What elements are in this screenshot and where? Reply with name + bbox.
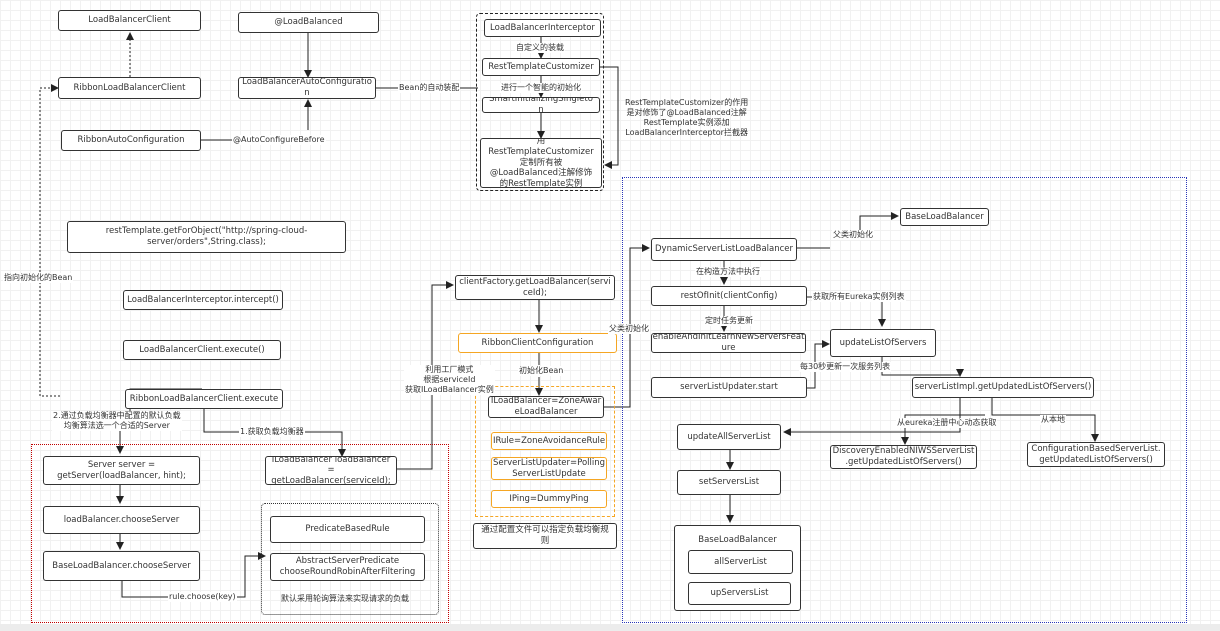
- interceptor-intercept-box: LoadBalancerInterceptor.intercept(): [123, 290, 283, 310]
- ribbon-bean-group: [475, 386, 615, 517]
- from-eureka-label: 从eureka注册中心动态获取: [896, 418, 998, 428]
- factory-mode-label: 利用工厂模式 根据serviceId 获取ILoadBalancer实例: [404, 365, 495, 395]
- scheduled-update-label: 定时任务更新: [704, 316, 754, 326]
- load-balancer-auto-configuration-box: LoadBalancerAutoConfiguratio n: [238, 77, 376, 99]
- get-server-box: Server server = getServer(loadBalancer, …: [43, 456, 200, 485]
- iloadbalancer-box: ILoadBalancer=ZoneAwar eLoadBalancer: [488, 396, 604, 418]
- abstract-server-predicate-box: AbstractServerPredicate chooseRoundRobin…: [270, 553, 425, 581]
- from-local-label: 从本地: [1040, 415, 1066, 425]
- every-30s-label: 每30秒更新一次服务列表: [799, 362, 892, 372]
- rest-template-customizer-box: RestTemplateCustomizer: [482, 58, 600, 76]
- enable-and-init-box: enableAndInitLearnNewServersFeat ure: [651, 333, 806, 353]
- update-list-of-servers-box: updateListOfServers: [830, 329, 936, 357]
- rest-template-call-box: restTemplate.getForObject("http://spring…: [67, 221, 346, 253]
- rest-of-init-box: restOfInit(clientConfig): [651, 286, 807, 306]
- discovery-enabled-box: DiscoveryEnabledNIWSServerList .getUpdat…: [830, 445, 977, 469]
- client-execute-box: LoadBalancerClient.execute(): [123, 340, 281, 360]
- bottom-scrollbar[interactable]: [0, 624, 1220, 631]
- rule-choose-label: rule.choose(key): [168, 592, 237, 602]
- choose-server-group: [31, 444, 449, 623]
- custom-assembly-label: 自定义的装载: [515, 43, 565, 53]
- load-balancer-client-box: LoadBalancerClient: [58, 10, 201, 31]
- server-list-impl-box: serverListImpl.getUpdatedListOfServers(): [912, 377, 1094, 398]
- parent-init-left-label: 父类初始化: [608, 324, 650, 334]
- customize-rest-templates-box: 用 RestTemplateCustomizer 定制所有被 @LoadBala…: [480, 138, 602, 188]
- auto-configure-before-label: @AutoConfigureBefore: [232, 135, 326, 145]
- point-to-bean-label: 指向初始化的Bean: [3, 273, 74, 283]
- iping-box: IPing=DummyPing: [491, 490, 607, 508]
- parent-init-right-label: 父类初始化: [832, 230, 874, 240]
- config-note-box: 通过配置文件可以指定负载均衡规 则: [473, 523, 617, 549]
- load-balancer-interceptor-box: LoadBalancerInterceptor: [484, 19, 601, 37]
- server-list-group: [622, 177, 1187, 623]
- rule-group: [261, 503, 439, 615]
- load-balanced-annotation-box: @LoadBalanced: [238, 12, 379, 33]
- configuration-based-box: ConfigurationBasedServerList. getUpdated…: [1027, 442, 1165, 467]
- get-load-balancer-box: ILoadBalancer loadBalancer = getLoadBala…: [265, 456, 397, 485]
- init-bean-label: 初始化Bean: [518, 366, 565, 376]
- interceptor-config-group: [476, 13, 604, 191]
- get-balancer-label: 1.获取负载均衡器: [239, 427, 305, 437]
- ribbon-auto-configuration-box: RibbonAutoConfiguration: [61, 130, 201, 151]
- choose-server-box: loadBalancer.chooseServer: [43, 506, 200, 534]
- irule-box: IRule=ZoneAvoidanceRule: [491, 432, 607, 450]
- ribbon-execute-box: RibbonLoadBalancerClient.execute: [125, 389, 283, 409]
- server-list-updater-box: ServerListUpdater=Polling ServerListUpda…: [491, 457, 607, 480]
- smart-init-label: 进行一个智能的初始化: [500, 83, 582, 93]
- update-all-server-list-box: updateAllServerList: [677, 424, 781, 450]
- client-factory-box: clientFactory.getLoadBalancer(servi ceId…: [455, 275, 615, 300]
- ribbon-client-configuration-box: RibbonClientConfiguration: [458, 333, 617, 353]
- round-robin-note-label: 默认采用轮询算法来实现请求的负载: [281, 594, 409, 603]
- server-list-updater-start-box: serverListUpdater.start: [651, 377, 807, 398]
- base-load-balancer-top-box: BaseLoadBalancer: [900, 208, 989, 226]
- all-server-list-box: allServerList: [688, 550, 793, 574]
- set-servers-list-box: setServersList: [677, 470, 781, 495]
- customizer-note-label: RestTemplateCustomizer的作用 是对修饰了@LoadBala…: [625, 98, 749, 137]
- base-choose-server-box: BaseLoadBalancer.chooseServer: [43, 551, 200, 581]
- predicate-based-rule-box: PredicateBasedRule: [270, 516, 425, 543]
- bean-auto-assembly-label: Bean的自动装配: [398, 83, 461, 93]
- choose-by-config-label: 2.通过负载均衡器中配置的默认负载 均衡算法选一个合适的Server: [52, 411, 182, 431]
- smart-initializing-singleton-box: SmartInitializingSingleto n: [482, 97, 600, 113]
- ribbon-load-balancer-client-box: RibbonLoadBalancerClient: [58, 77, 201, 99]
- in-constructor-label: 在构造方法中执行: [695, 267, 761, 277]
- dynamic-server-list-box: DynamicServerListLoadBalancer: [651, 238, 797, 261]
- get-eureka-list-label: 获取所有Eureka实例列表: [812, 292, 906, 302]
- up-servers-list-box: upServersList: [688, 582, 791, 605]
